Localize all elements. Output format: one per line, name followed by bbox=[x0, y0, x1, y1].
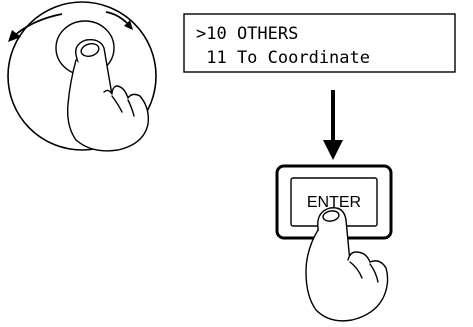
rotate-counterclockwise-arrow-icon bbox=[8, 13, 63, 42]
pressing-hand-icon bbox=[305, 207, 389, 322]
lcd-frame bbox=[183, 13, 456, 73]
lcd-line-1: >10 OTHERS bbox=[196, 24, 298, 44]
pointing-hand-icon bbox=[55, 20, 150, 152]
arrow-down-icon bbox=[323, 90, 343, 160]
rotate-clockwise-arrow-icon bbox=[105, 11, 133, 30]
enter-key-label: ENTER bbox=[307, 194, 361, 211]
jog-dial-group bbox=[7, 1, 157, 152]
lcd-display: >10 OTHERS 11 To Coordinate bbox=[183, 13, 456, 73]
lcd-line-2: 11 To Coordinate bbox=[196, 48, 370, 68]
